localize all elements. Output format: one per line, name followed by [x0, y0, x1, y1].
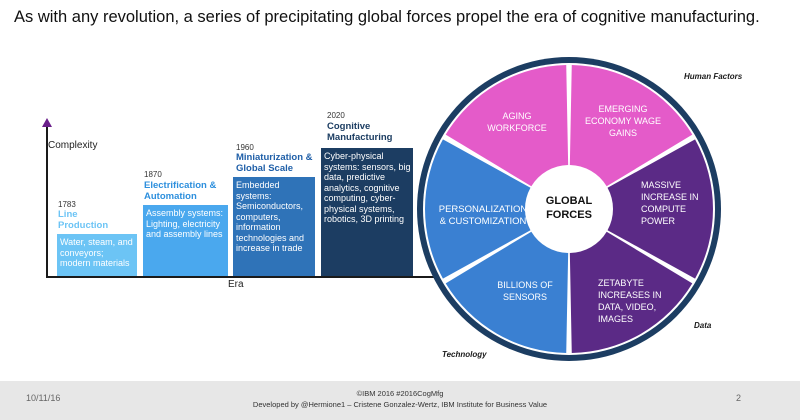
wheel-hub	[533, 173, 605, 245]
category-data: Data	[694, 321, 712, 330]
x-axis-line	[46, 276, 438, 278]
y-axis-arrow-icon	[42, 118, 52, 127]
segment-label-personalization: PERSONALIZATION& CUSTOMIZATION	[439, 204, 528, 227]
page-number: 2	[736, 393, 742, 403]
wheel-inner-rim	[423, 63, 715, 355]
footer-copyright: ©IBM 2016 #2016CogMfg	[356, 389, 444, 398]
segment-compute-power	[607, 139, 713, 279]
step-year: 2020	[327, 111, 345, 120]
wheel-outer-ring	[417, 57, 721, 361]
segment-personalization	[425, 139, 531, 279]
y-axis-line	[46, 122, 48, 277]
step-title: Line Production	[58, 209, 109, 231]
slide-footer: 10/11/16 ©IBM 2016 #2016CogMfg Developed…	[0, 381, 800, 420]
footer-date: 10/11/16	[26, 393, 61, 403]
step-title: Cognitive Manufacturing	[327, 121, 393, 143]
category-human-factors: Human Factors	[684, 72, 743, 81]
step-title: Miniaturization & Global Scale	[236, 152, 313, 174]
x-axis-label: Era	[228, 279, 244, 290]
segment-zetabyte-data	[569, 231, 693, 353]
step-description: Cyber-physical systems: sensors, big dat…	[321, 148, 413, 276]
step-year: 1783	[58, 200, 76, 209]
step-year: 1870	[144, 170, 162, 179]
category-technology: Technology	[442, 350, 487, 359]
step-year: 1960	[236, 143, 254, 152]
segment-emerging-economy	[569, 65, 693, 187]
wheel-center-label-line1: GLOBAL	[546, 195, 593, 207]
y-axis-label: Complexity	[48, 140, 98, 151]
step-description: Embedded systems: Semiconductors, comput…	[233, 177, 315, 276]
footer-credits: Developed by @Hermione1 – Cristene Gonza…	[252, 400, 548, 409]
slide-title: As with any revolution, a series of prec…	[14, 8, 760, 26]
wheel-center-label-line2: FORCES	[546, 209, 592, 221]
step-title: Electrification & Automation	[144, 180, 217, 202]
step-description: Water, steam, and conveyors; modern mate…	[57, 234, 137, 276]
segment-aging-workforce	[445, 65, 569, 187]
step-description: Assembly systems: Lighting, electricity …	[143, 205, 228, 276]
segment-billions-of-sensors	[445, 231, 569, 353]
